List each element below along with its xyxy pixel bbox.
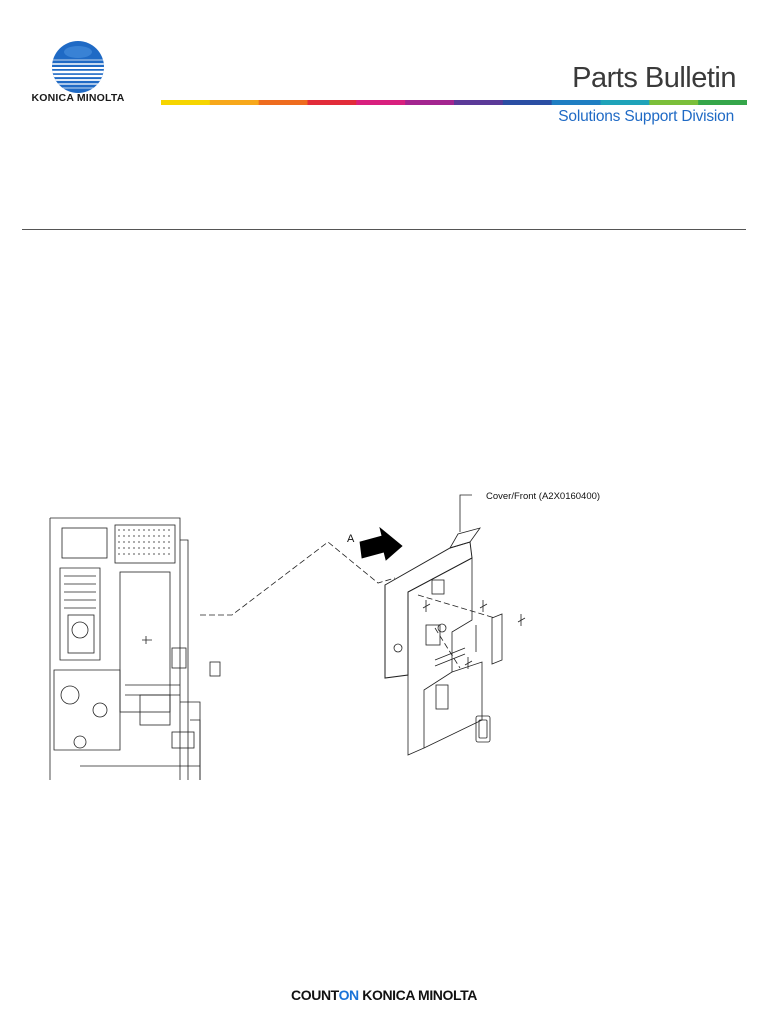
- rainbow-segment: [600, 100, 650, 105]
- cover-front-part: [384, 520, 526, 756]
- rainbow-divider: [161, 100, 747, 105]
- assembly-guide-lines: [200, 541, 496, 669]
- division-subtitle: Solutions Support Division: [558, 108, 734, 125]
- footer-slogan: COUNTON KONICA MINOLTA: [0, 987, 768, 1003]
- footer-brand: KONICA MINOLTA: [362, 987, 477, 1003]
- rainbow-segment: [551, 100, 601, 105]
- konica-minolta-logo: KONICA MINOLTA: [22, 40, 134, 110]
- rainbow-segment: [698, 100, 747, 105]
- part-callout-label: Cover/Front (A2X0160400): [486, 491, 601, 502]
- rainbow-segment: [209, 100, 260, 105]
- rainbow-segment: [356, 100, 406, 105]
- direction-arrow-icon: [359, 526, 403, 561]
- brand-name: KONICA MINOLTA: [31, 92, 125, 104]
- machine-body-drawing: [49, 517, 221, 780]
- rainbow-segment: [405, 100, 455, 105]
- rainbow-segment: [454, 100, 504, 105]
- globe-icon: [52, 41, 104, 93]
- bulletin-title: Parts Bulletin: [572, 62, 736, 94]
- footer-count: COUNT: [291, 987, 339, 1003]
- rainbow-segment: [307, 100, 357, 105]
- rainbow-segment: [502, 100, 553, 105]
- rainbow-segment: [161, 100, 211, 105]
- parts-diagram: Cover/Front (A2X0160400) A: [40, 480, 640, 780]
- header-rule: [22, 229, 746, 230]
- rainbow-segment: [649, 100, 699, 105]
- view-label-a: A: [347, 533, 355, 545]
- footer-on: ON: [338, 987, 360, 1003]
- rainbow-segment: [258, 100, 308, 105]
